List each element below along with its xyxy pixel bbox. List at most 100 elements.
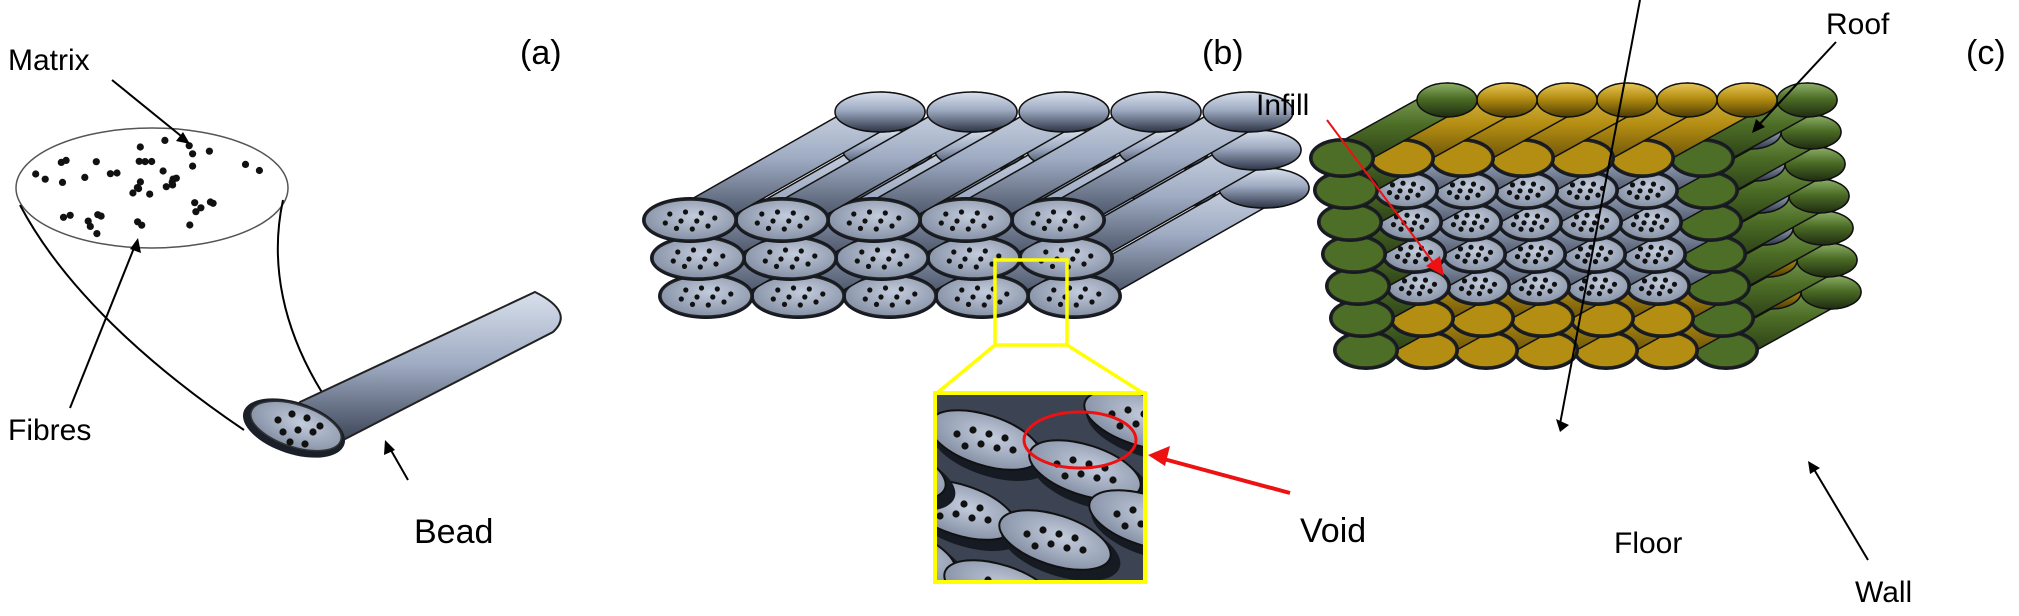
bead	[1018, 129, 1302, 281]
fibre-dot	[698, 210, 704, 216]
bead	[1669, 82, 1838, 178]
fibre-dot	[192, 208, 200, 216]
fibre-dot	[1093, 474, 1101, 482]
fibre-dot	[93, 230, 101, 238]
void-arrowhead	[1148, 446, 1170, 466]
fibre-dot	[1638, 226, 1644, 232]
fibre-dot	[1055, 530, 1063, 538]
fibre-dot	[1153, 524, 1160, 531]
void-label: Void	[1300, 512, 1366, 550]
fibre-dot	[1599, 284, 1606, 290]
fibre-dot	[1592, 259, 1599, 265]
fibre-dot	[1542, 277, 1549, 283]
fibre-dot	[1457, 188, 1463, 194]
bead	[642, 91, 926, 243]
fibre-dot	[1646, 290, 1652, 296]
fibre-dot	[873, 301, 880, 307]
fibre-dot	[976, 592, 983, 599]
fibre-dot	[992, 590, 999, 597]
bead	[1010, 91, 1294, 243]
fibre-dot	[129, 189, 137, 197]
fibre-dot	[135, 157, 143, 165]
funnel-line-right	[276, 199, 331, 406]
fibre-dot	[1530, 181, 1537, 187]
fibre-dot	[32, 170, 40, 178]
fibre-dot	[705, 223, 711, 229]
fibre-dot	[865, 263, 872, 269]
fibre-dot	[1648, 227, 1655, 233]
fibre-dot	[1465, 252, 1471, 258]
fibre-dot	[1538, 245, 1545, 251]
fibre-dot	[1522, 258, 1528, 264]
bead-arrowhead	[384, 440, 395, 455]
fibre-dot	[1081, 261, 1087, 267]
fibre-dot	[1543, 217, 1550, 223]
fibre-dot	[988, 215, 994, 221]
fibre-dot	[1470, 181, 1477, 187]
fibre-dot	[1419, 185, 1426, 191]
fibre-dot	[1667, 288, 1673, 294]
fibre-dot	[1066, 210, 1072, 216]
fibre-dot	[294, 426, 302, 434]
fibre-dot	[1518, 286, 1525, 292]
fibre-dot	[697, 264, 703, 270]
zoom-connector-right	[1066, 343, 1144, 395]
fibre-dot	[961, 442, 969, 450]
bead-tube	[242, 290, 562, 458]
fibre-dot	[1514, 254, 1521, 260]
fibre-dot	[81, 173, 89, 181]
fibre-dot	[993, 444, 1001, 452]
fibre-dot	[1569, 182, 1576, 188]
fibre-dot	[1663, 217, 1670, 223]
fibre-dot	[1472, 276, 1478, 282]
fibre-dot	[1454, 194, 1460, 200]
fibre-dot	[1394, 194, 1400, 200]
fibre-dot	[41, 175, 49, 183]
fibre-dot	[882, 285, 889, 291]
fibre-dot	[92, 158, 100, 166]
fibre-dot	[206, 198, 214, 206]
fibre-dot	[874, 456, 881, 463]
fibre-dot	[762, 258, 768, 264]
funnel-line-left	[19, 204, 245, 431]
fibre-dot	[1577, 188, 1583, 194]
fibre-dot	[1041, 225, 1048, 231]
fibre-dot	[1641, 278, 1648, 284]
fibre-dot	[161, 136, 169, 144]
fibre-dot	[1035, 211, 1041, 217]
fibre-dot	[996, 253, 1002, 259]
fibre-dot	[1602, 277, 1609, 283]
fibre-dot	[1649, 284, 1655, 290]
fibre-dot	[897, 261, 903, 267]
fibre-dot	[773, 263, 780, 269]
fibre-dot	[813, 299, 819, 305]
fibre-dot	[1423, 217, 1430, 223]
fibre-dot	[1528, 227, 1535, 233]
panel-c-tag: (c)	[1966, 34, 2006, 72]
roof-arrowhead	[1752, 119, 1765, 133]
fibre-dot	[1479, 185, 1486, 191]
fibre-dot	[1671, 281, 1678, 287]
fibre-dot	[924, 561, 931, 568]
fibre-dot	[1603, 256, 1609, 262]
fibre-dot	[1088, 253, 1094, 259]
fibre-dot	[1644, 195, 1651, 201]
fibre-dot	[878, 294, 884, 300]
fibre-dot	[316, 422, 324, 430]
fibre-dot	[1462, 258, 1468, 264]
fibre-dot	[870, 256, 876, 262]
bead-cross-section	[943, 559, 1057, 580]
fibre-dot	[1595, 192, 1601, 198]
fibre-dot	[1585, 252, 1591, 258]
fibre-dot	[904, 253, 910, 259]
fibre-dot	[984, 576, 992, 580]
fibre-dot	[1482, 277, 1489, 283]
fibre-dot	[1468, 244, 1474, 250]
fibre-dot	[1475, 192, 1481, 198]
fibres-arrowhead	[130, 238, 141, 253]
fibre-dot	[1471, 220, 1478, 226]
fibre-dot	[1513, 214, 1520, 220]
fibre-dot	[1161, 514, 1168, 521]
bead-label: Bead	[414, 513, 493, 551]
fibre-dot	[1449, 182, 1456, 188]
